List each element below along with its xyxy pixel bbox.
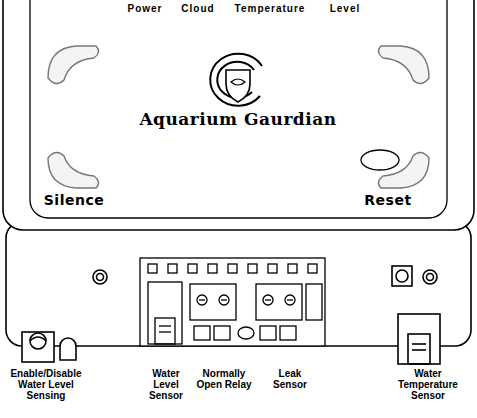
plug-latch — [159, 331, 171, 332]
corner-pads — [48, 46, 429, 188]
indicator-label: Level — [330, 3, 361, 14]
terminal-slot — [288, 264, 297, 273]
terminal-screw — [197, 295, 207, 305]
terminal-slot — [208, 264, 217, 273]
screw — [97, 274, 104, 281]
screw — [427, 274, 434, 281]
plug-latch — [159, 325, 171, 326]
screw — [423, 270, 437, 284]
reset-button — [396, 270, 408, 282]
button-label: Reset — [364, 193, 411, 208]
reset-button — [392, 266, 412, 286]
terminal-screw — [287, 299, 293, 300]
led — [60, 338, 76, 360]
logo-swirl — [210, 54, 262, 106]
logo — [210, 54, 262, 106]
terminal-block — [140, 258, 325, 346]
terminal-slot — [168, 264, 177, 273]
terminal-screw — [265, 299, 271, 300]
brand-name: Aquarium Gaurdian — [139, 110, 336, 129]
port-label: Water Temperature Sensor — [386, 368, 470, 401]
plug-latch — [412, 343, 426, 345]
button-label: Silence — [44, 193, 104, 208]
toggle-knob — [30, 333, 46, 349]
terminal-slot — [268, 264, 277, 273]
corner-pad — [48, 152, 99, 188]
divider — [238, 327, 254, 339]
corner-pad — [48, 46, 99, 84]
port-label: Enable/Disable Water Level Sensing — [3, 368, 89, 401]
corner-pad — [378, 46, 429, 84]
leak-terminal — [256, 284, 302, 320]
sensor-plug — [148, 282, 182, 344]
port-label: Normally Open Relay — [196, 368, 252, 390]
screw — [93, 270, 107, 284]
temperature-jack — [398, 314, 440, 364]
temperature-plug — [408, 334, 430, 364]
terminal-screw — [219, 295, 229, 305]
indicator-label: Cloud — [181, 3, 214, 14]
lid-face — [30, 0, 447, 218]
terminal-housing — [140, 258, 325, 346]
terminal-screw — [199, 299, 205, 300]
terminal-screw — [221, 299, 227, 300]
corner-pad — [378, 152, 429, 188]
port-label: Leak Sensor — [264, 368, 316, 390]
toggle-knob — [30, 337, 46, 341]
sensor-plug — [155, 318, 175, 344]
terminal-slot — [228, 264, 237, 273]
toggle-switch — [22, 332, 54, 362]
relay-terminal — [190, 284, 236, 320]
terminal-slot — [188, 264, 197, 273]
terminal-slot — [148, 264, 157, 273]
terminal-screw — [263, 295, 273, 305]
device-lid — [3, 0, 474, 230]
terminal-slot — [248, 264, 257, 273]
terminal-screw — [285, 295, 295, 305]
terminal-block-end — [306, 284, 322, 320]
terminal-socket — [260, 326, 276, 340]
terminal-socket — [280, 326, 296, 340]
terminal-slot — [308, 264, 317, 273]
logo-shield — [226, 70, 250, 102]
terminal-socket — [214, 326, 230, 340]
terminal-socket — [194, 326, 210, 340]
port-label: Water Level Sensor — [140, 368, 192, 401]
logo-fish — [231, 79, 245, 85]
indicator-label: Power — [127, 3, 162, 14]
indicator-window — [361, 150, 399, 170]
indicator-label: Temperature — [235, 3, 306, 14]
plug-latch — [412, 349, 426, 351]
